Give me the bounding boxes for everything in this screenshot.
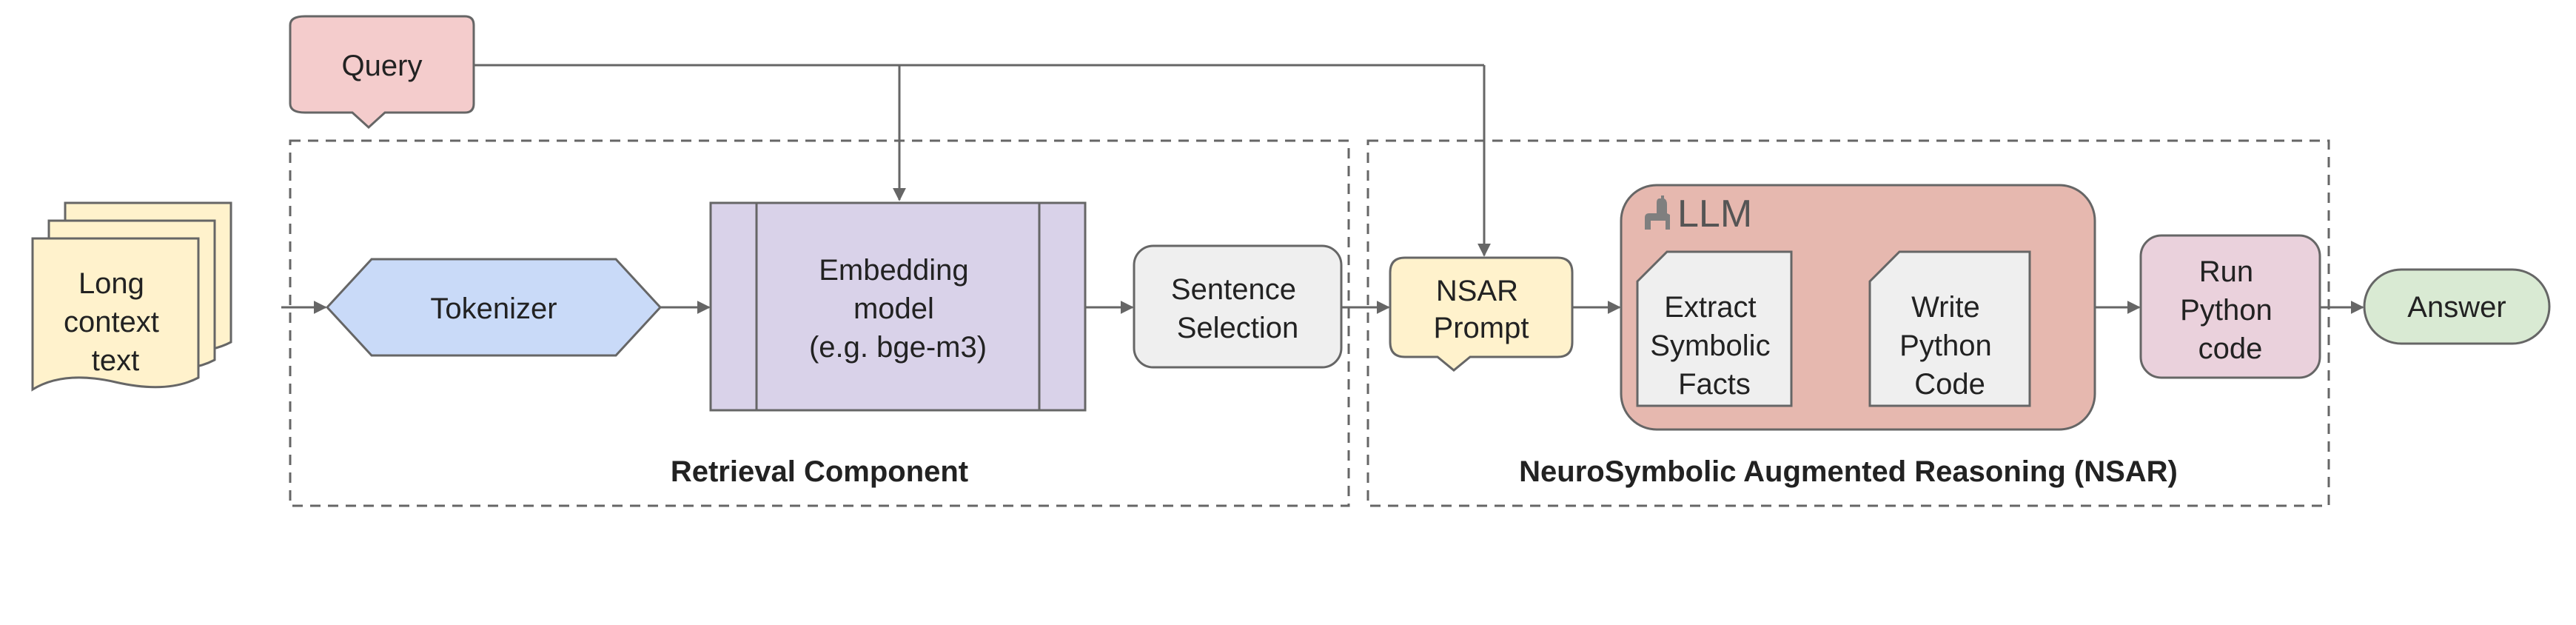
- run-code-line-2: Python: [2180, 294, 2273, 327]
- long-context-line-3: text: [92, 344, 139, 377]
- embedding-model-node: Embedding model (e.g. bge-m3): [709, 201, 1087, 412]
- extract-facts-line-2: Symbolic: [1650, 330, 1770, 362]
- retrieval-component-group: Retrieval Component: [289, 139, 1350, 507]
- sentence-selection-line-1: Sentence: [1171, 273, 1296, 306]
- extract-facts-label: Extract Symbolic Facts: [1650, 291, 1778, 401]
- write-code-line-2: Python: [1899, 330, 1992, 362]
- llama-icon: [1645, 195, 1670, 230]
- long-context-line-1: Long: [78, 267, 144, 300]
- long-context-document-stack: Long context text: [31, 201, 232, 392]
- write-python-code-node: Write Python Code: [1868, 250, 2031, 407]
- nsar-label: NeuroSymbolic Augmented Reasoning (NSAR): [1519, 455, 2178, 488]
- nsar-group: NeuroSymbolic Augmented Reasoning (NSAR): [1366, 139, 2330, 507]
- llm-node: LLM Extract Symbolic Facts Write Python …: [1620, 184, 2096, 431]
- answer-node: Answer: [2363, 268, 2551, 345]
- answer-label: Answer: [2407, 291, 2506, 324]
- sentence-selection-line-2: Selection: [1177, 312, 1299, 344]
- write-code-label: Write Python Code: [1899, 291, 2000, 401]
- extract-facts-line-3: Facts: [1678, 368, 1751, 401]
- tokenizer-node: Tokenizer: [325, 258, 663, 357]
- sentence-selection-node: Sentence Selection: [1133, 244, 1343, 369]
- embedding-model-label: Embedding model (e.g. bge-m3): [809, 254, 987, 364]
- long-context-label: Long context text: [64, 267, 167, 377]
- run-code-label: Run Python code: [2180, 255, 2281, 365]
- nsar-prompt-node: NSAR Prompt: [1389, 256, 1574, 372]
- embedding-line-1: Embedding: [819, 254, 968, 287]
- run-code-line-1: Run: [2199, 255, 2253, 288]
- nsar-prompt-line-2: Prompt: [1434, 312, 1529, 344]
- run-python-code-node: Run Python code: [2139, 234, 2321, 379]
- extract-facts-line-1: Extract: [1664, 291, 1756, 324]
- query-node: Query: [289, 15, 475, 130]
- nsar-prompt-label: NSAR Prompt: [1434, 275, 1529, 344]
- query-connectors: [474, 64, 1491, 257]
- write-code-line-3: Code: [1914, 368, 1985, 401]
- llm-label: LLM: [1677, 193, 1752, 235]
- write-code-line-1: Write: [1911, 291, 1980, 324]
- nsar-prompt-line-1: NSAR: [1436, 275, 1518, 307]
- tokenizer-label: Tokenizer: [430, 293, 557, 325]
- retrieval-component-label: Retrieval Component: [671, 455, 968, 488]
- embedding-line-2: model: [853, 293, 934, 325]
- query-label: Query: [342, 50, 423, 82]
- sentence-selection-label: Sentence Selection: [1171, 273, 1304, 344]
- embedding-line-3: (e.g. bge-m3): [809, 331, 987, 364]
- long-context-line-2: context: [64, 306, 159, 338]
- run-code-line-3: code: [2198, 332, 2263, 365]
- extract-symbolic-facts-node: Extract Symbolic Facts: [1636, 250, 1793, 407]
